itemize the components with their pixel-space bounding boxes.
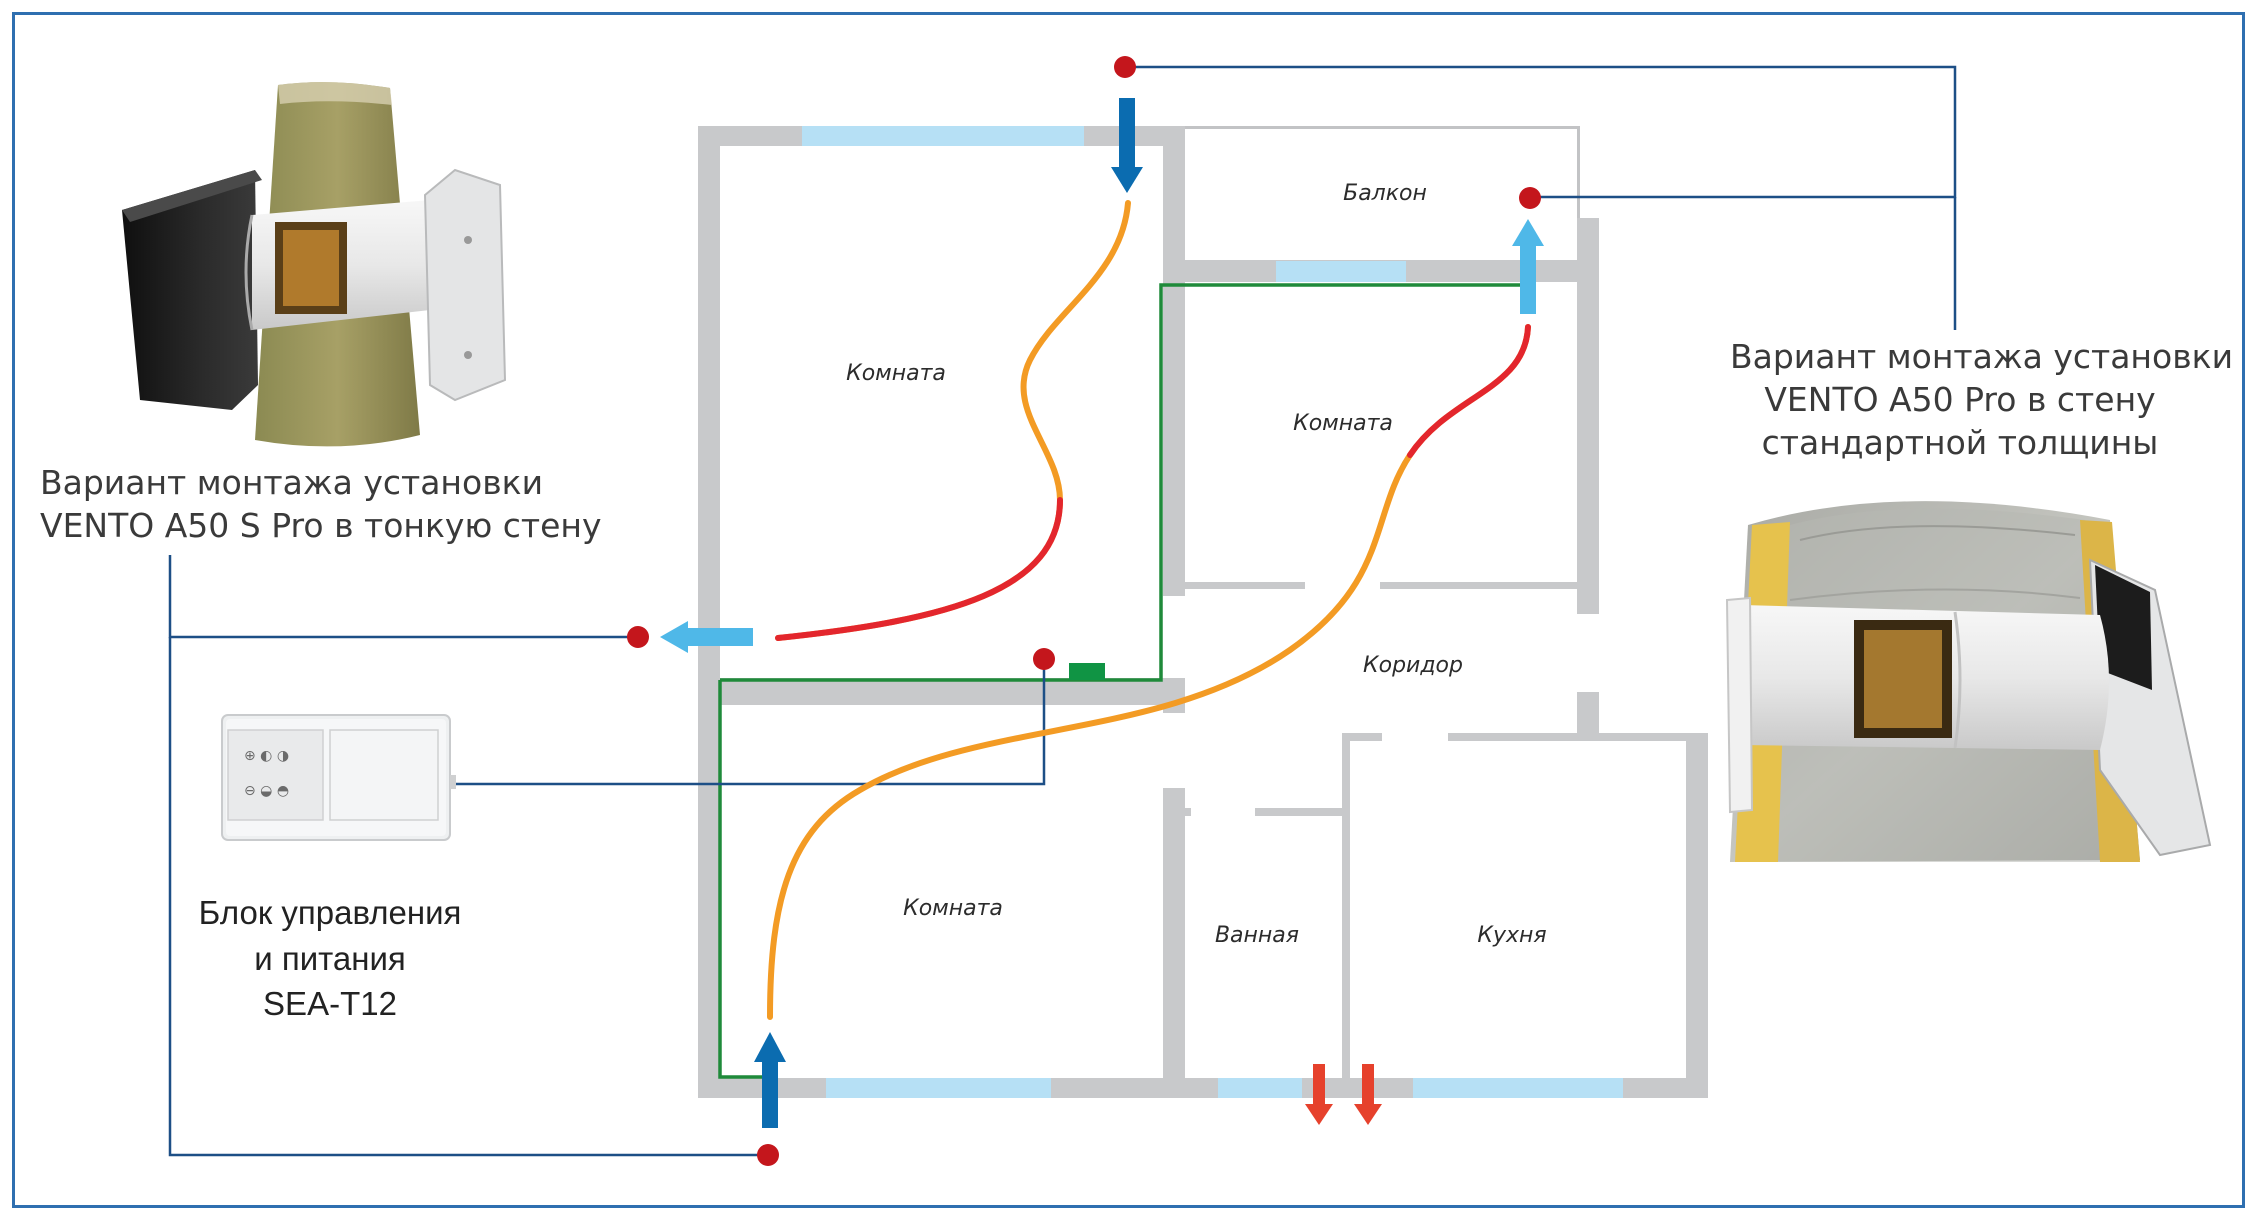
node-balcony bbox=[1519, 187, 1541, 209]
wall-bath-stub bbox=[1185, 808, 1191, 816]
room-label-right: Комната bbox=[1293, 411, 1393, 436]
room-label-bottom: Комната bbox=[903, 896, 1003, 921]
room-label-balcony: Балкон bbox=[1343, 181, 1427, 206]
arrow-outflow-left bbox=[660, 621, 753, 653]
control-caption-line3: SEA-T12 bbox=[263, 985, 397, 1023]
room-label-kitchen: Кухня bbox=[1477, 923, 1547, 948]
wall-right-room bbox=[1577, 218, 1599, 614]
airflow-top-room bbox=[775, 200, 1131, 641]
control-caption: Блок управления и питания SEA-T12 bbox=[180, 890, 480, 1027]
svg-text:⊖ ◒ ◓: ⊖ ◒ ◓ bbox=[244, 783, 289, 799]
left-caption-line2: VENTO A50 S Pro в тонкую стену bbox=[40, 505, 602, 545]
wall-corridor-right bbox=[1577, 692, 1599, 738]
node-control bbox=[1033, 648, 1055, 670]
window-bottom-room bbox=[826, 1078, 1051, 1098]
room-label-corridor: Коридор bbox=[1363, 653, 1463, 678]
right-caption: Вариант монтажа установки VENTO A50 Pro … bbox=[1730, 336, 2234, 465]
wall-kitchen-right bbox=[1686, 733, 1708, 1098]
ventilator-thin-wall-icon bbox=[122, 82, 507, 447]
arrow-exhaust-bathroom bbox=[1305, 1064, 1333, 1125]
wall-bath-kitchen bbox=[1342, 738, 1350, 1098]
control-wire bbox=[718, 283, 1527, 1079]
right-caption-line3: стандартной толщины bbox=[1761, 422, 2159, 462]
left-caption-line1: Вариант монтажа установки bbox=[40, 463, 544, 502]
control-panel-icon[interactable]: ⊕ ◐ ◑ ⊖ ◒ ◓ bbox=[221, 714, 456, 841]
window-balcony bbox=[1276, 261, 1406, 282]
wall-left-outer bbox=[698, 126, 720, 1096]
wall-bathroom-top bbox=[1255, 808, 1342, 816]
airflow-bottom-room-hot bbox=[1407, 324, 1531, 458]
walls bbox=[698, 126, 1708, 1098]
right-caption-line2: VENTO A50 Pro в стену bbox=[1764, 379, 2156, 419]
control-caption-line1: Блок управления bbox=[198, 894, 462, 931]
window-top bbox=[802, 126, 1084, 146]
arrow-inflow-bottom bbox=[754, 1032, 786, 1128]
arrow-exhaust-kitchen bbox=[1354, 1064, 1382, 1125]
arrows bbox=[660, 98, 1544, 1128]
node-bottom bbox=[757, 1144, 779, 1166]
wall-bathroom-left bbox=[1163, 788, 1185, 1098]
arrow-outflow-balcony bbox=[1512, 219, 1544, 314]
svg-text:⊕ ◐ ◑: ⊕ ◐ ◑ bbox=[244, 748, 289, 764]
arrow-inflow-top bbox=[1111, 98, 1143, 193]
window-bathroom bbox=[1218, 1078, 1302, 1098]
airflow-top-room-hot bbox=[775, 497, 1063, 641]
window-kitchen bbox=[1413, 1078, 1623, 1098]
balcony-right bbox=[1577, 126, 1580, 218]
windows bbox=[802, 126, 1623, 1098]
right-caption-line1: Вариант монтажа установки bbox=[1730, 337, 2234, 376]
node-top bbox=[1114, 56, 1136, 78]
control-caption-line2: и питания bbox=[254, 939, 406, 977]
ventilator-standard-wall-icon bbox=[1725, 501, 2212, 862]
left-caption: Вариант монтажа установки VENTO A50 S Pr… bbox=[40, 462, 602, 548]
control-terminal bbox=[1069, 663, 1105, 680]
wall-middle-horizontal bbox=[698, 678, 1183, 705]
node-left bbox=[627, 626, 649, 648]
airflow-curves bbox=[767, 200, 1531, 1020]
signal-lines bbox=[168, 65, 1957, 1157]
wall-kitchen-top-a bbox=[1342, 733, 1382, 741]
wall-kitchen-top-b bbox=[1448, 733, 1708, 741]
wall-corridor-top-a bbox=[1180, 582, 1305, 589]
balcony-top bbox=[1185, 126, 1580, 129]
wall-corridor-top-b bbox=[1380, 582, 1580, 589]
room-label-top-left: Комната bbox=[846, 361, 946, 386]
wall-middle-vertical bbox=[1163, 126, 1185, 596]
room-label-bathroom: Ванная bbox=[1214, 923, 1300, 948]
connection-nodes bbox=[627, 56, 1541, 1166]
